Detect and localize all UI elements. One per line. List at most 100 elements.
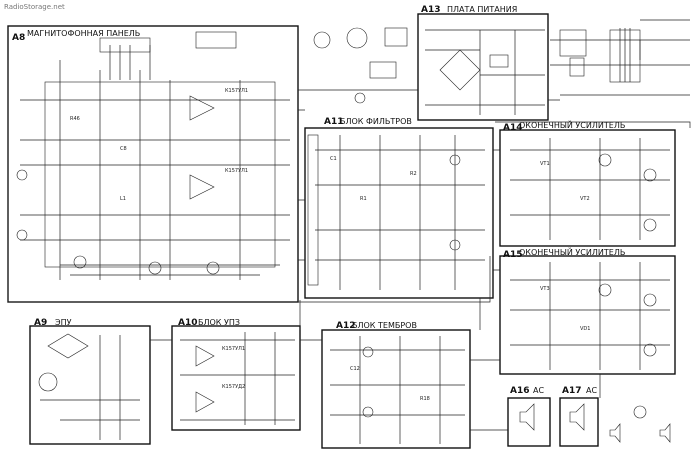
block-a13-frame [417, 13, 549, 121]
block-a12: А12 БЛОК ТЕМБРОВ [321, 321, 471, 449]
block-a13-title: ПЛАТА ПИТАНИЯ [447, 5, 517, 14]
block-a8: А8 МАГНИТОФОННАЯ ПАНЕЛЬ К157УЛ1 К157УЛ1 [7, 25, 299, 303]
block-a10-id: А10 [178, 318, 198, 328]
block-a17-id: А17 [562, 386, 582, 396]
block-a11: А11 БЛОК ФИЛЬТРОВ [304, 117, 494, 299]
block-a17-title: АС [586, 386, 597, 395]
a14-transistor-3 [643, 218, 657, 232]
a12-transistor-1 [362, 346, 374, 358]
block-a13: А13 ПЛАТА ПИТАНИЯ [417, 5, 549, 121]
block-a16-frame [507, 397, 551, 447]
pinout-diagram [369, 61, 397, 79]
output-speaker-icon-1 [609, 423, 621, 443]
a12-transistor-2 [362, 406, 374, 418]
connector-pinouts [313, 27, 408, 104]
block-a14-id: А14 [503, 123, 523, 133]
block-a12-title: БЛОК ТЕМБРОВ [352, 321, 417, 330]
din-socket-2 [346, 27, 368, 49]
a9-diode-bridge [47, 333, 89, 359]
block-a9-id: А9 [34, 318, 47, 328]
block-a11-frame [304, 127, 494, 299]
chip-a8-mid-label: К157УЛ1 [225, 168, 248, 174]
block-a11-title: БЛОК ФИЛЬТРОВ [340, 117, 412, 126]
block-a15-title: ОКОНЕЧНЫЙ УСИЛИТЕЛЬ [519, 246, 625, 257]
a13-regulator [489, 54, 509, 68]
block-a13-id: А13 [421, 5, 441, 15]
a14-transistor-1 [598, 153, 612, 167]
component-ref-label: R18 [420, 396, 430, 402]
component-ref-label: C8 [120, 146, 127, 152]
chip-a10-bottom-label: К157УД2 [222, 384, 245, 390]
a8-input-jack-1 [16, 169, 28, 181]
block-a14-title: ОКОНЕЧНЫЙ УСИЛИТЕЛЬ [519, 119, 625, 130]
transistor-pinout [384, 27, 408, 47]
component-ref-label: R2 [410, 171, 417, 177]
block-a15: А15 ОКОНЕЧНЫЙ УСИЛИТЕЛЬ [499, 246, 676, 375]
transistor-a8-3 [206, 261, 220, 275]
component-ref-label: R46 [70, 116, 80, 122]
block-a8-id: А8 [12, 33, 25, 43]
block-a16-title: АС [533, 386, 544, 395]
component-ref-label: R1 [360, 196, 367, 202]
block-a12-frame [321, 329, 471, 449]
a8-head-connector [99, 37, 151, 53]
block-a12-id: А12 [336, 321, 356, 331]
opamp-a10-bottom [195, 391, 215, 413]
transistor-a8-2 [148, 261, 162, 275]
block-a15-id: А15 [503, 250, 523, 260]
mains-capacitors [569, 57, 585, 77]
output-jacks [609, 405, 671, 443]
a15-transistor-3 [643, 343, 657, 357]
component-ref-label: С1 [330, 156, 337, 162]
block-a16-id: А16 [510, 386, 530, 396]
opamp-a10-top [195, 345, 215, 367]
a11-transistor-1 [449, 154, 461, 166]
component-ref-label: L1 [120, 196, 126, 202]
component-ref-label: C12 [350, 366, 360, 372]
block-a10: А10 БЛОК УПЗ К157УЛ1 К157УД2 [171, 318, 301, 431]
block-a9: А9 ЭПУ [29, 318, 151, 445]
block-a9-title: ЭПУ [55, 318, 72, 327]
a16-speaker-icon [519, 403, 535, 431]
block-a15-frame [499, 255, 676, 375]
chip-a10-top-label: К157УЛ1 [222, 346, 245, 352]
mains-section [550, 19, 690, 96]
opamp-a8-mid [189, 174, 215, 200]
block-a14-frame [499, 129, 676, 247]
block-a10-frame [171, 325, 301, 431]
a14-transistor-2 [643, 168, 657, 182]
a11-sliders [307, 134, 319, 286]
din-socket-1 [313, 31, 331, 49]
a15-transistor-2 [643, 293, 657, 307]
output-speaker-icon-2 [659, 423, 671, 443]
block-a16: А16 АС [507, 386, 551, 447]
power-transformer [609, 29, 641, 83]
watermark: RadioStorage.net [4, 3, 65, 11]
a15-transistor-1 [598, 283, 612, 297]
block-a14: А14 ОКОНЕЧНЫЙ УСИЛИТЕЛЬ [499, 119, 676, 247]
chip-a8-top-label: К157УЛ1 [225, 88, 248, 94]
block-a8-board [44, 81, 276, 268]
a8-input-jack-2 [16, 229, 28, 241]
a13-diode-bridge [439, 49, 481, 91]
block-a11-id: А11 [324, 117, 344, 127]
a11-transistor-2 [449, 239, 461, 251]
block-a10-title: БЛОК УПЗ [198, 318, 240, 327]
block-a17-frame [559, 397, 599, 447]
block-a9-frame [29, 325, 151, 445]
component-ref-label: VT1 [540, 161, 550, 167]
component-ref-label: VD1 [580, 326, 590, 332]
a17-speaker-icon [569, 403, 585, 431]
headphone-jack [633, 405, 647, 419]
opamp-a8-top [189, 95, 215, 121]
block-a17: А17 АС [559, 386, 599, 447]
component-ref-label: VT3 [540, 286, 550, 292]
a9-motor [38, 372, 58, 392]
pinout-transistor-2 [354, 92, 366, 104]
block-a8-title: МАГНИТОФОННАЯ ПАНЕЛЬ [27, 29, 140, 38]
a8-switch-block [195, 31, 237, 49]
block-a8-frame [7, 25, 299, 303]
